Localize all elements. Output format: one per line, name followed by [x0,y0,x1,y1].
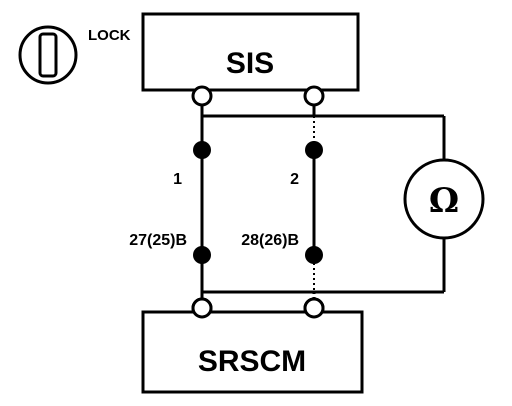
pin-1-label: 1 [173,171,182,188]
sis-terminal-left [191,85,213,107]
pin-2-dot [305,141,323,159]
ohmmeter-icon [403,158,485,240]
srscm-label: SRSCM [198,345,306,378]
pin-27-dot [193,246,211,264]
ignition-switch-icon [18,25,78,85]
pin-28-label: 28(26)B [241,232,299,249]
upper-wire [200,114,446,160]
ohm-symbol: Ω [429,181,459,221]
lower-wire [200,238,446,294]
sis-terminal-right [303,85,325,107]
pin-27-label: 27(25)B [129,232,187,249]
pin-2-label: 2 [290,171,299,188]
sis-label: SIS [226,47,274,80]
pin-1-dot [193,141,211,159]
sis-box [141,12,360,92]
srscm-box [141,310,364,394]
pin-28-dot [305,246,323,264]
lock-position-label: LOCK [88,27,131,44]
